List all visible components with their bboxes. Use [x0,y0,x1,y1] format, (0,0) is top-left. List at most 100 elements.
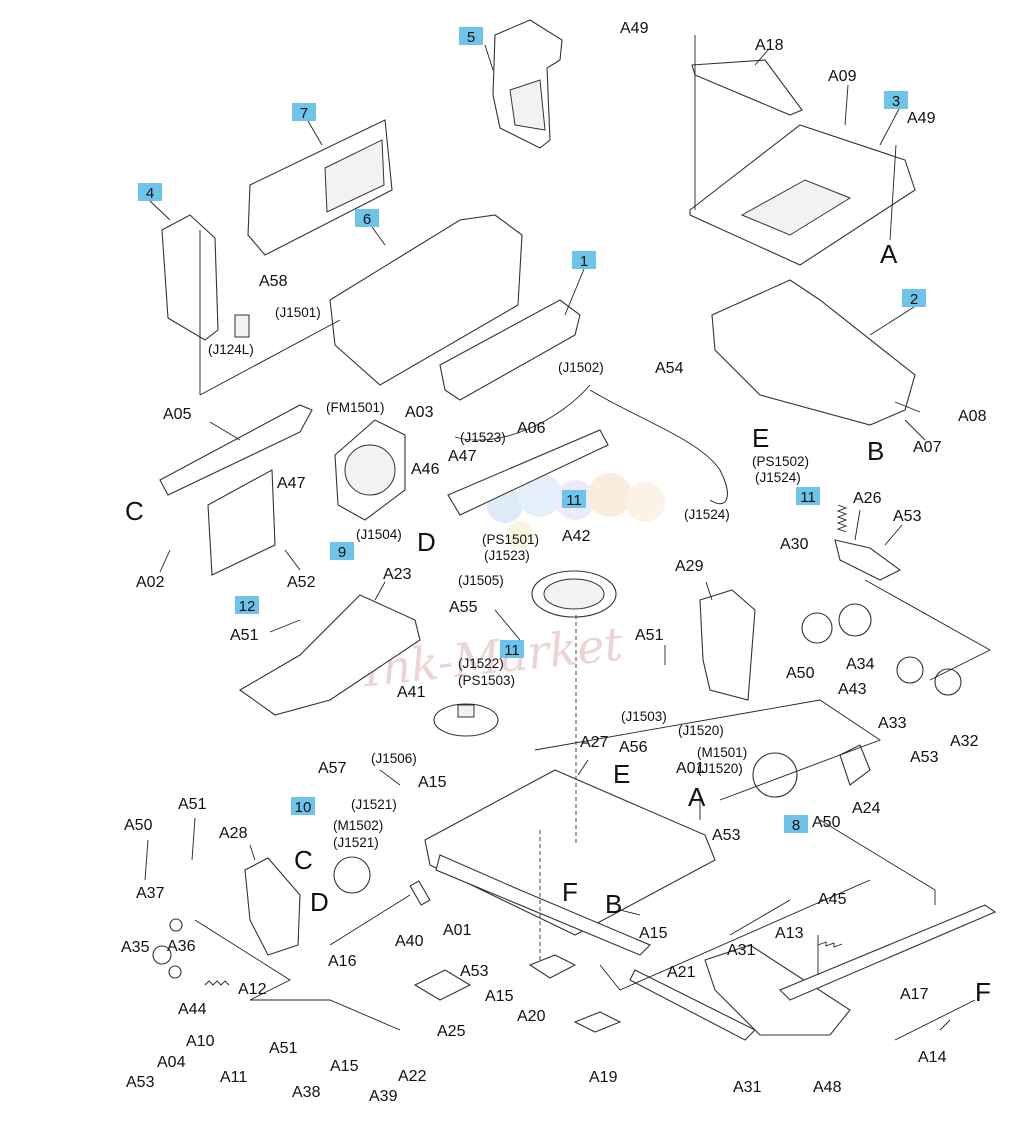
label-A47-left: A47 [277,475,306,492]
svg-text:12: 12 [239,598,256,615]
part-A23-frame [238,594,421,716]
connector-J1524-right: (J1524) [755,470,801,485]
label-A11: A11 [220,1069,247,1086]
part-A25-pad [413,969,472,1001]
letter-C-left: C [125,496,144,526]
label-A27: A27 [580,734,609,751]
connector-J124L: (J124L) [208,342,254,357]
callout-11b: 11 [562,490,586,509]
part-A30-spring [836,504,848,533]
label-A16: A16 [328,953,357,970]
part-A28-left-frame [244,857,301,956]
label-A36: A36 [167,938,196,955]
callout-9: 9 [330,542,354,561]
connector-J1521-low: (J1521) [333,835,379,850]
label-A39: A39 [369,1088,398,1105]
label-A03: A03 [405,404,434,421]
label-A46: A46 [411,461,440,478]
svg-text:5: 5 [467,29,475,46]
connector-J1521-top: (J1521) [351,797,397,812]
part-A29-right-frame [699,589,756,701]
svg-text:10: 10 [295,799,312,816]
callout-2: 2 [902,289,926,308]
svg-text:11: 11 [504,642,520,659]
part-A13-rod [729,899,791,936]
part-A48-assembly [704,944,851,1036]
label-A25: A25 [437,1023,466,1040]
label-A53-top: A53 [893,508,922,525]
part-A36-gear [168,965,182,979]
letter-F-right: F [975,977,991,1007]
harness-A54 [589,389,728,505]
callout-8: 8 [784,815,808,834]
part-A14-rod [894,999,976,1041]
letter-A-low: A [688,782,706,812]
label-A54: A54 [655,360,684,377]
label-A14: A14 [918,1049,947,1066]
svg-text:7: 7 [300,105,308,122]
part-10-motor [333,856,371,894]
label-A34: A34 [846,656,875,673]
part-A26-bracket [834,539,902,581]
watermark-dots [487,473,665,549]
label-A58: A58 [259,273,288,290]
part-A16-shaft [329,894,411,946]
part-1-paper-guide [439,299,581,401]
callout-1: 1 [572,251,596,270]
svg-text:8: 8 [792,817,800,834]
label-A41: A41 [397,684,426,701]
label-A53-bottom: A53 [126,1074,155,1091]
label-A23: A23 [383,566,412,583]
letter-D-mid: D [417,527,436,557]
label-A51-mid: A51 [230,627,259,644]
label-A45: A45 [818,891,847,908]
part-A44-spring [204,980,230,986]
label-A28: A28 [219,825,248,842]
connector-M1501: (M1501) [697,745,747,760]
part-A19-pad [573,1011,622,1033]
svg-text:11: 11 [566,492,582,509]
part-A35-gear [152,945,172,965]
part-8-motor [752,752,798,798]
part-4-left-cover [161,214,250,341]
label-A29: A29 [675,558,704,575]
connector-J1503: (J1503) [621,709,667,724]
part-6-top-tray [329,214,523,386]
label-A06: A06 [517,420,546,437]
part-A43-gear [801,612,833,644]
connector-PS1502: (PS1502) [752,454,809,469]
label-A01-top: A01 [676,760,705,777]
label-A19: A19 [589,1069,618,1086]
part-labels: A49 A18 A09 A49 A58 A05 A03 A54 A08 A07 … [121,20,987,1105]
label-A50-left: A50 [124,817,153,834]
letter-E-low: E [613,759,630,789]
label-A04: A04 [157,1054,186,1071]
label-A52: A52 [287,574,316,591]
callout-6: 6 [355,209,379,228]
part-9-fan [334,419,406,521]
label-A44: A44 [178,1001,207,1018]
label-A53-right: A53 [910,749,939,766]
callout-11a: 11 [796,487,820,506]
connector-J1501: (J1501) [275,305,321,320]
label-A08: A08 [958,408,987,425]
part-A41-gear [433,703,499,737]
label-A40: A40 [395,933,424,950]
outline-top-left [199,230,341,396]
svg-text:6: 6 [363,211,371,228]
letter-C-low: C [294,845,313,875]
label-A07: A07 [913,439,942,456]
label-A53-low: A53 [460,963,489,980]
label-A53-mid: A53 [712,827,741,844]
label-A33: A33 [878,715,907,732]
label-A49-top: A49 [620,20,649,37]
callout-12: 12 [235,596,259,615]
label-A49-right: A49 [907,110,936,127]
connector-J1502: (J1502) [558,360,604,375]
connector-PS1503: (PS1503) [458,673,515,688]
label-A47-mid: A47 [448,448,477,465]
label-A02: A02 [136,574,165,591]
part-A40-roller [409,880,431,906]
